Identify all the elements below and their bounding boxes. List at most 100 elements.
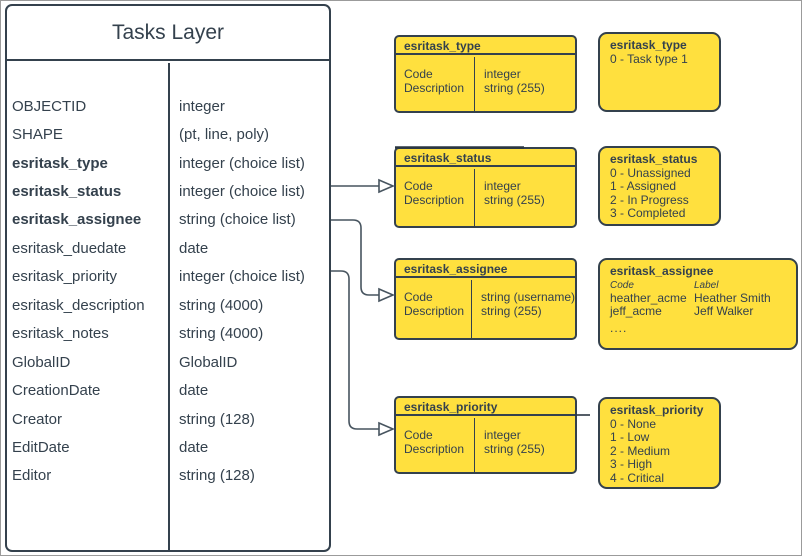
field-row: Creator string (128) (7, 405, 329, 433)
domain-row-type: string (255) (484, 441, 545, 456)
entry-code: heather_acme (610, 290, 687, 305)
field-name: esritask_notes (12, 325, 109, 343)
field-name: esritask_description (12, 296, 145, 314)
field-name: EditDate (12, 438, 70, 456)
field-name: OBJECTID (12, 97, 87, 115)
domain-row-type: string (255) (484, 80, 545, 95)
field-name: esritask_status (12, 183, 122, 201)
field-name: Creator (12, 410, 63, 428)
field-row: Editor string (128) (7, 462, 329, 490)
entry-code: jeff_acme (610, 304, 662, 319)
field-name: esritask_type (12, 154, 108, 172)
field-name: esritask_duedate (12, 239, 127, 257)
field-row: esritask_assignee string (choice list) (7, 206, 329, 234)
domain-row-type: string (255) (484, 192, 545, 207)
domain-table-title: esritask_status (396, 149, 575, 167)
tasks-layer-field-list: OBJECTID integer SHAPE (pt, line, poly) es… (7, 63, 329, 490)
field-row: GlobalID GlobalID (7, 348, 329, 376)
tasks-layer-entity: Tasks Layer OBJECTID integer SHAPE (pt, li… (5, 4, 331, 552)
code-column-header: Code (610, 279, 634, 291)
domain-row-type: integer (484, 428, 521, 442)
domain-table-esritask-priority: esritask_priority Code Description integ… (394, 396, 577, 474)
domain-row-type: integer (484, 179, 521, 193)
value-list-item: 3 - High (610, 457, 653, 472)
domain-table-title: esritask_type (396, 37, 575, 55)
field-type: string (choice list) (179, 211, 296, 229)
field-type: date (179, 382, 209, 400)
value-list-item: 0 - Task type 1 (610, 51, 688, 66)
value-list-ellipsis: .... (610, 320, 628, 335)
tasks-layer-column-divider (168, 63, 170, 550)
field-type: string (4000) (179, 296, 264, 314)
value-list-item: 2 - Medium (610, 443, 671, 458)
value-list-item: 1 - Assigned (610, 179, 677, 194)
field-type: integer (choice list) (179, 154, 305, 172)
field-type: integer (179, 97, 225, 115)
value-list-item: 3 - Completed (610, 206, 686, 221)
domain-table-title: esritask_assignee (396, 260, 575, 278)
field-type: (pt, line, poly) (179, 126, 270, 144)
field-name: esritask_priority (12, 268, 118, 286)
open-arrowhead-icon (378, 287, 396, 303)
field-row: esritask_status integer (choice list) (7, 177, 329, 205)
open-arrowhead-icon (378, 421, 396, 437)
value-list-entry: jeff_acme Jeff Walker (610, 305, 788, 319)
value-list-column-headers: Code Label (610, 279, 788, 292)
field-type: string (4000) (179, 325, 264, 343)
field-name: esritask_assignee (12, 211, 142, 229)
domain-table-title: esritask_priority (396, 398, 575, 416)
field-type: integer (choice list) (179, 183, 305, 201)
field-row: EditDate date (7, 433, 329, 461)
value-list-title: esritask_status (610, 152, 698, 166)
value-list-title: esritask_priority (610, 403, 704, 417)
domain-table-esritask-type: esritask_type Code Description integer s… (394, 35, 577, 113)
entry-label: Heather Smith (694, 290, 771, 305)
field-type: integer (choice list) (179, 268, 305, 286)
domain-row-label: Code (404, 428, 433, 442)
open-arrowhead-icon (378, 178, 396, 194)
domain-row-type: string (255) (480, 303, 542, 318)
value-list-item: 0 - Unassigned (610, 165, 691, 180)
value-list-esritask-status: esritask_status 0 - Unassigned 1 - Assig… (598, 146, 721, 226)
value-list-entry: heather_acme Heather Smith (610, 290, 788, 306)
field-row: esritask_priority integer (choice list) (7, 263, 329, 291)
field-name: CreationDate (12, 382, 101, 400)
field-type: GlobalID (179, 353, 238, 371)
field-row: esritask_type integer (choice list) (7, 149, 329, 177)
field-row: esritask_duedate date (7, 234, 329, 262)
value-list-esritask-type: esritask_type 0 - Task type 1 (598, 32, 721, 112)
field-row: esritask_description string (4000) (7, 291, 329, 319)
value-list-esritask-assignee: esritask_assignee Code Label heather_acm… (598, 258, 798, 350)
field-row: esritask_notes string (4000) (7, 320, 329, 348)
domain-row-label: Description (404, 441, 465, 456)
field-type: date (179, 438, 209, 456)
field-type: date (179, 239, 209, 257)
domain-row-label: Description (404, 80, 465, 95)
value-list-title: esritask_type (610, 38, 687, 52)
domain-row-label: Code (404, 179, 433, 193)
domain-table-esritask-status: esritask_status Code Description integer… (394, 147, 577, 228)
domain-row-label: Description (404, 192, 465, 207)
field-name: SHAPE (12, 126, 63, 144)
value-list-item: 0 - None (610, 416, 657, 431)
field-name: GlobalID (12, 353, 71, 371)
domain-row-label: Description (404, 303, 465, 318)
value-list-title: esritask_assignee (610, 264, 714, 278)
field-type: string (128) (179, 467, 255, 485)
entry-label: Jeff Walker (694, 304, 754, 319)
field-name: Editor (12, 467, 52, 485)
field-row: OBJECTID integer (7, 92, 329, 120)
value-list-esritask-priority: esritask_priority 0 - None 1 - Low 2 - M… (598, 397, 721, 489)
field-type: string (128) (179, 410, 255, 428)
field-row: CreationDate date (7, 376, 329, 404)
domain-table-esritask-assignee: esritask_assignee Code Description strin… (394, 258, 577, 340)
connector-priority (331, 270, 379, 430)
domain-row-type: integer (484, 67, 521, 81)
tasks-layer-title: Tasks Layer (7, 6, 329, 61)
connector-assignee (331, 219, 379, 296)
value-list-item: 2 - In Progress (610, 192, 689, 207)
domain-row-label: Code (404, 290, 433, 304)
value-list-item: 1 - Low (610, 430, 650, 445)
domain-row-label: Code (404, 67, 433, 81)
